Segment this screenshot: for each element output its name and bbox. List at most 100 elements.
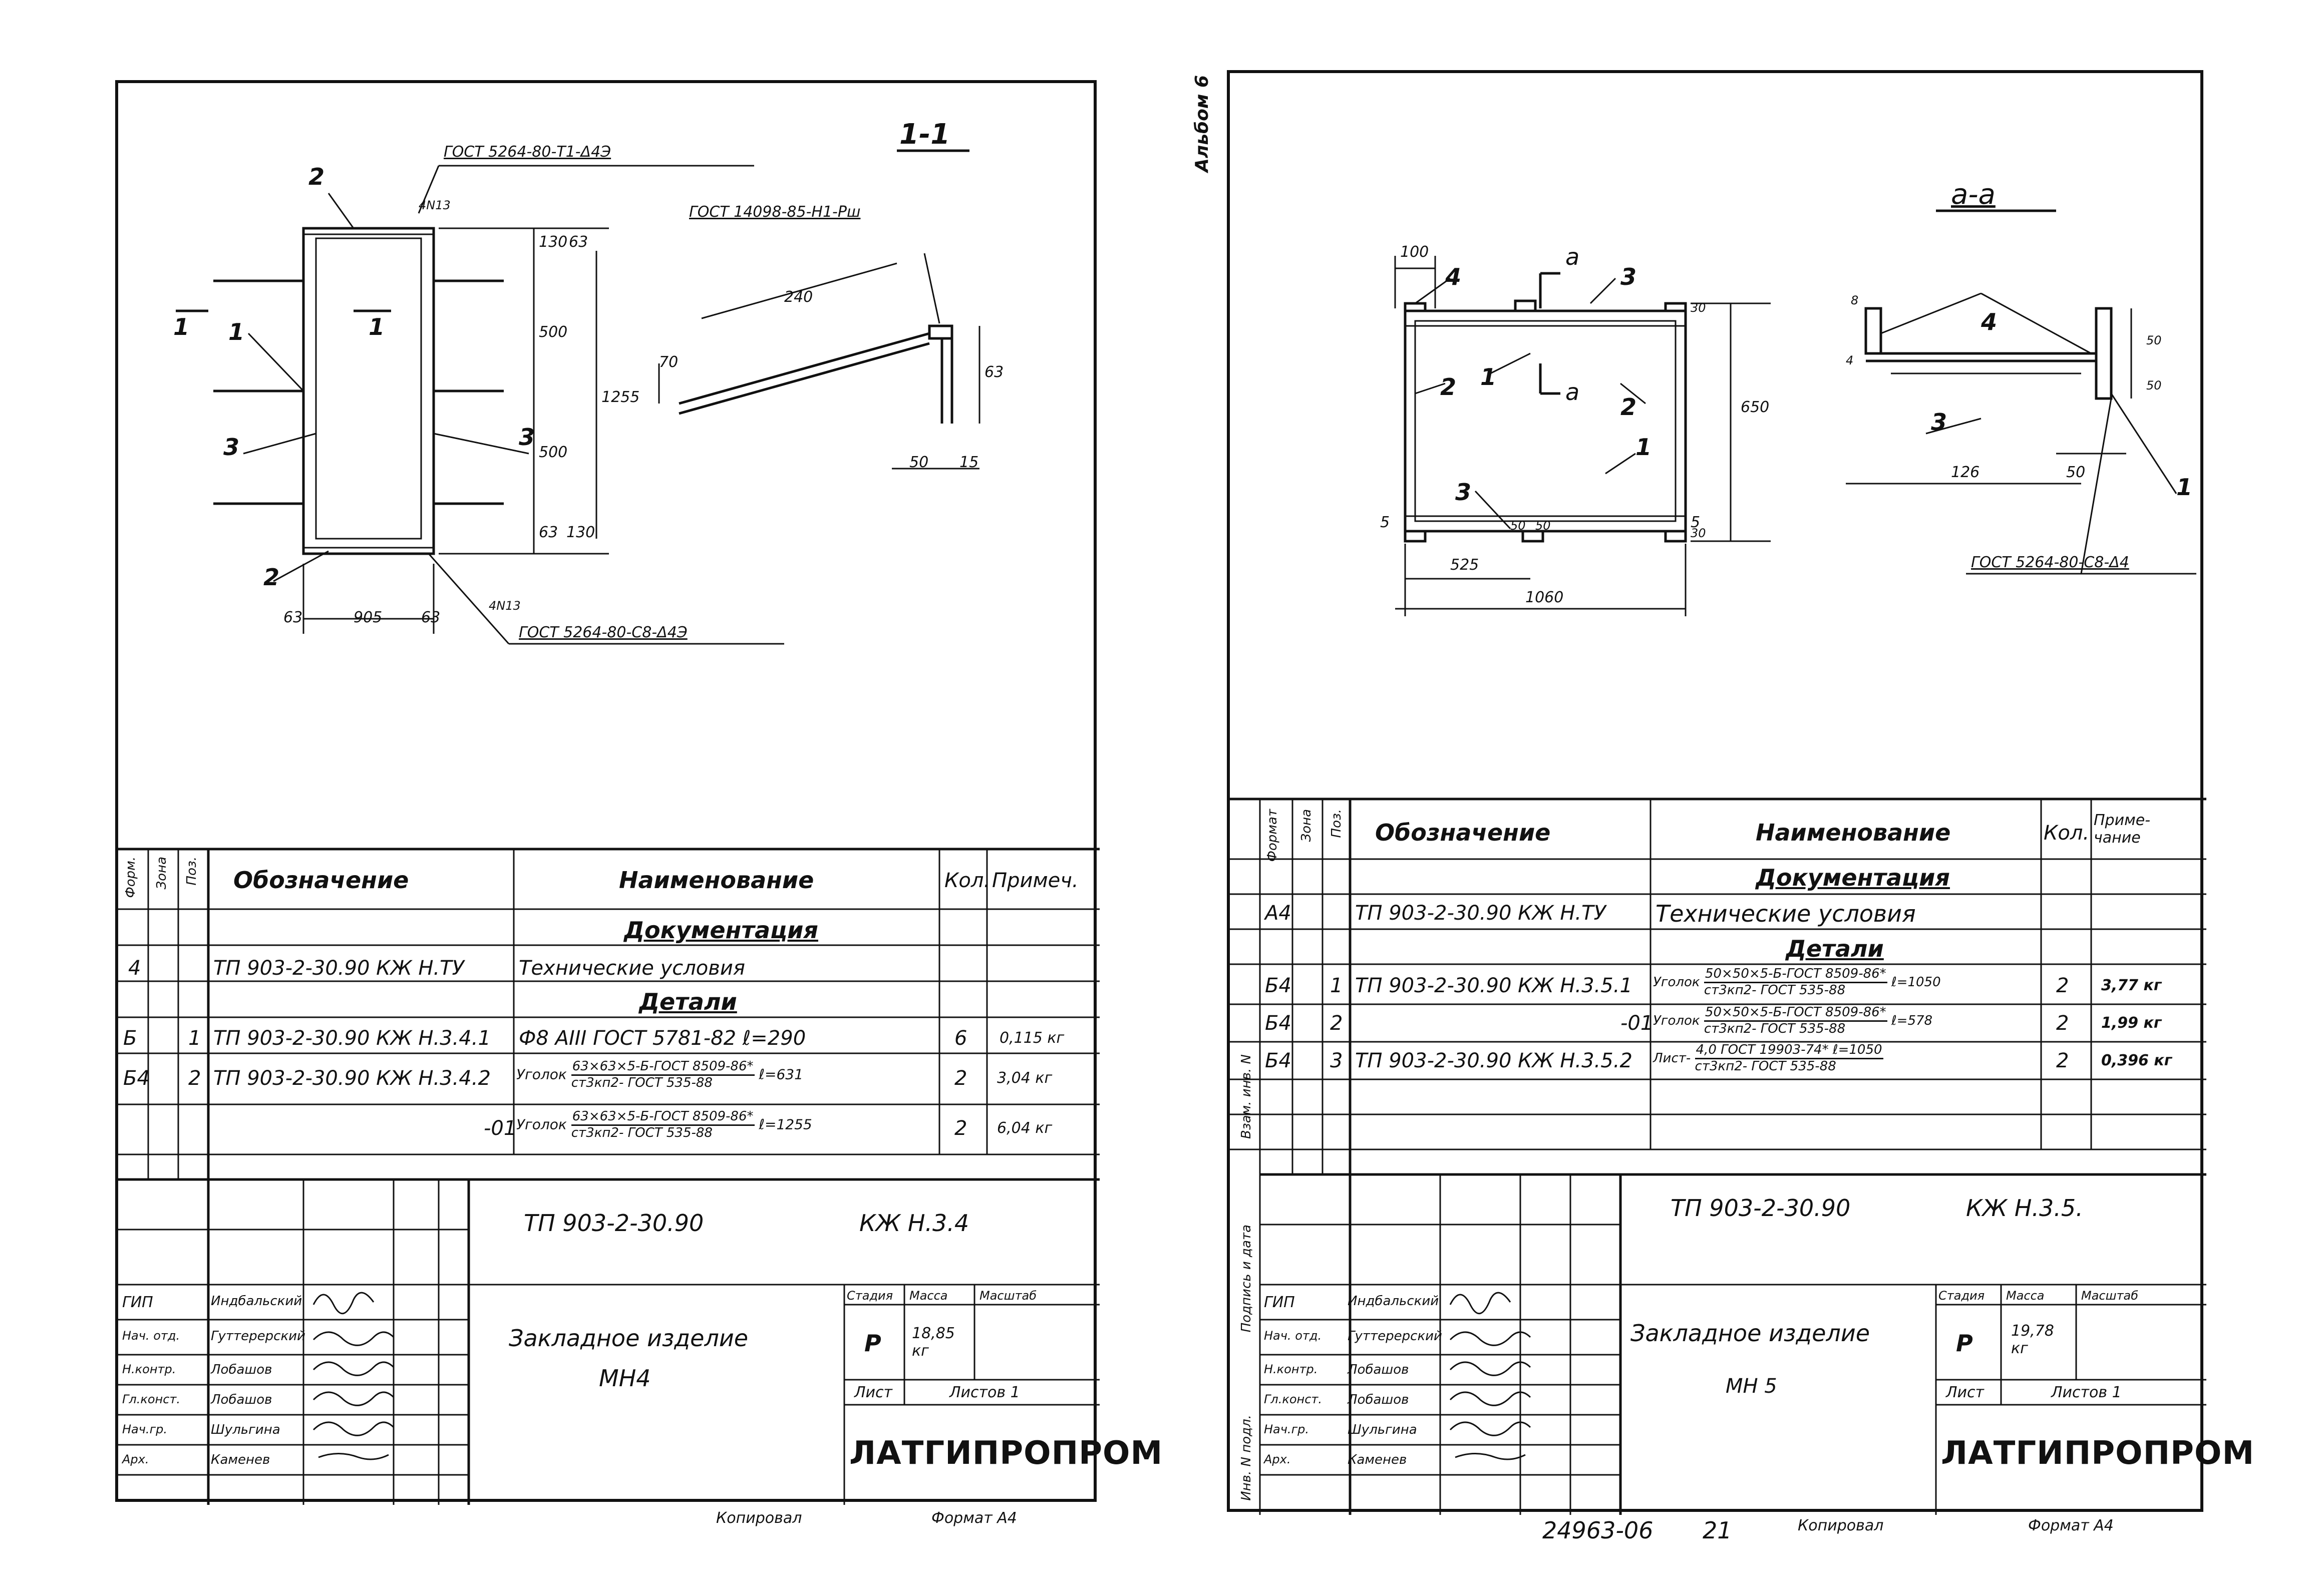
right-row1-format: А4 <box>1265 902 1291 925</box>
left-section-title: 1-1 <box>899 118 950 151</box>
right-row1-designation: ТП 903-2-30.90 КЖ Н.ТУ <box>1355 902 1606 925</box>
left-signatures <box>312 1292 395 1460</box>
dim-63-top: 63 <box>569 233 588 251</box>
left-row3-designation: ТП 903-2-30.90 КЖ Н.3.4.2 <box>213 1067 491 1090</box>
left-hdr-qty: Кол. <box>944 869 991 892</box>
right-dim-5-right: 5 <box>1691 514 1701 531</box>
left-row2-qty: 6 <box>954 1027 967 1050</box>
right-footer-format: Формат А4 <box>2028 1517 2114 1534</box>
right-name-4: Лобашов <box>1348 1392 1409 1407</box>
right-row3-designation: -01 <box>1620 1012 1654 1035</box>
right-row2-name-prefix: Уголок <box>1653 974 1700 990</box>
left-name-2: Гуттерерский <box>211 1329 305 1344</box>
right-row2-name-suffix: ℓ=1050 <box>1891 974 1941 990</box>
right-stamp-mass-label: Масса <box>2006 1289 2045 1303</box>
left-footer-copied: Копировал <box>716 1509 802 1527</box>
right-dim-50a: 50 <box>1510 519 1526 533</box>
right-dim-8: 8 <box>1851 293 1859 307</box>
right-dim-5-left: 5 <box>1380 514 1390 531</box>
left-row3-pos: 2 <box>188 1067 201 1090</box>
right-hdr-qty: Кол. <box>2044 822 2090 845</box>
section-mark-right: 1 <box>369 313 385 340</box>
left-row3-name-frac: 63×63×5-Б-ГОСТ 8509-86*ст3кп2- ГОСТ 535-… <box>571 1059 755 1091</box>
left-stamp-sheet-label: Лист <box>854 1384 893 1401</box>
right-row2-name-top: 50×50×5-Б-ГОСТ 8509-86* <box>1704 966 1887 983</box>
left-stamp-doc-code: ТП 903-2-30.90 <box>524 1210 704 1237</box>
right-footer-copied: Копировал <box>1798 1517 1884 1534</box>
right-row1-name: Технические условия <box>1656 900 1916 927</box>
page-number: 21 <box>1703 1517 1732 1544</box>
right-row2-format: Б4 <box>1265 974 1291 997</box>
right-stamp-stage-label: Стадия <box>1938 1289 1985 1303</box>
left-row4-designation: -01 <box>484 1117 517 1140</box>
right-row4-name-top: 4,0 ГОСТ 19903-74* ℓ=1050 <box>1695 1042 1883 1059</box>
left-gost-bottom: ГОСТ 5264-80-С8-Δ4Э <box>519 624 688 641</box>
right-name-3: Лобашов <box>1348 1362 1409 1377</box>
left-row3-format: Б4 <box>123 1067 150 1090</box>
right-row4-name-prefix: Лист- <box>1653 1050 1691 1066</box>
right-row3-name: Уголок 50×50×5-Б-ГОСТ 8509-86*ст3кп2- ГО… <box>1653 1005 1932 1037</box>
right-section-parts: Детали <box>1786 935 1884 962</box>
left-row1-format: 4 <box>128 957 141 980</box>
right-role-3: Н.контр. <box>1264 1362 1318 1376</box>
right-stamp-doc-code: ТП 903-2-30.90 <box>1671 1194 1851 1222</box>
left-gost-top: ГОСТ 5264-80-Т1-Δ4Э <box>444 143 611 161</box>
dim-15-rod: 15 <box>959 454 979 471</box>
left-stamp-org: ЛАТГИПРОПРОМ <box>849 1435 1163 1472</box>
left-name-3: Лобашов <box>211 1362 272 1377</box>
right-row4-note: 0,396 кг <box>2101 1052 2172 1069</box>
left-row4-name-bottom: ст3кп2- ГОСТ 535-88 <box>571 1125 713 1140</box>
right-callout-3: 3 <box>1620 263 1637 290</box>
dim-240: 240 <box>784 288 813 306</box>
right-stamp-sheet-label: Лист <box>1946 1384 1985 1401</box>
right-row3-name-frac: 50×50×5-Б-ГОСТ 8509-86*ст3кп2- ГОСТ 535-… <box>1704 1005 1887 1037</box>
right-row3-format: Б4 <box>1265 1012 1291 1035</box>
dim-905: 905 <box>354 609 383 626</box>
right-stamp-stage: Р <box>1956 1330 1973 1357</box>
right-dim-126: 126 <box>1951 464 1980 481</box>
left-table-grid <box>118 848 1100 1505</box>
left-row4-note: 6,04 кг <box>997 1119 1053 1137</box>
left-name-5: Шульгина <box>211 1422 280 1437</box>
right-row3-name-bottom: ст3кп2- ГОСТ 535-88 <box>1704 1021 1846 1036</box>
dim-63-left: 63 <box>283 609 303 626</box>
left-row4-name-top: 63×63×5-Б-ГОСТ 8509-86* <box>571 1109 755 1126</box>
left-section-docs: Документация <box>624 917 818 944</box>
left-row3-name-prefix: Уголок <box>516 1066 567 1083</box>
right-role-1: ГИП <box>1264 1294 1295 1311</box>
left-row4-name: Уголок 63×63×5-Б-ГОСТ 8509-86*ст3кп2- ГО… <box>516 1109 812 1141</box>
left-row4-name-frac: 63×63×5-Б-ГОСТ 8509-86*ст3кп2- ГОСТ 535-… <box>571 1109 755 1141</box>
left-hdr-name: Наименование <box>619 867 814 894</box>
left-row3-qty: 2 <box>954 1067 967 1090</box>
right-row2-note: 3,77 кг <box>2101 977 2162 994</box>
right-row3-note: 1,99 кг <box>2101 1014 2162 1032</box>
right-row4-qty: 2 <box>2056 1049 2069 1072</box>
right-name-6: Каменев <box>1348 1452 1407 1467</box>
dim-63-right: 63 <box>421 609 441 626</box>
section-mark-left: 1 <box>173 313 190 340</box>
right-row2-name: Уголок 50×50×5-Б-ГОСТ 8509-86*ст3кп2- ГО… <box>1653 966 1941 998</box>
left-stamp-title-2: МН4 <box>599 1365 651 1392</box>
right-stamp-title-1: Закладное изделие <box>1630 1320 1870 1347</box>
right-name-1: Индбальский <box>1348 1294 1439 1309</box>
dim-4n13-bottom: 4N13 <box>489 599 521 613</box>
dim-63-bottom: 63 <box>539 524 558 541</box>
right-hdr-designation: Обозначение <box>1375 819 1551 846</box>
left-section-parts: Детали <box>639 988 737 1015</box>
dim-63-rod: 63 <box>984 363 1004 381</box>
right-stamp-sheets-label: Листов 1 <box>2051 1384 2122 1401</box>
right-row3-name-prefix: Уголок <box>1653 1013 1700 1028</box>
right-stamp-mass: 19,78 кг <box>2011 1322 2054 1357</box>
left-drawing <box>176 149 980 645</box>
right-drawing <box>1394 209 2196 616</box>
callout-1: 1 <box>228 318 245 345</box>
callout-2-top: 2 <box>308 163 325 190</box>
right-callout-2a: 2 <box>1440 373 1457 401</box>
right-dim-30-bottom: 30 <box>1691 526 1706 540</box>
left-gost-rod: ГОСТ 14098-85-Н1-Рш <box>689 203 861 221</box>
left-role-3: Н.контр. <box>122 1362 176 1376</box>
right-row3-qty: 2 <box>2056 1012 2069 1035</box>
right-role-6: Арх. <box>1264 1452 1291 1466</box>
left-stamp-stage: Р <box>864 1330 881 1357</box>
